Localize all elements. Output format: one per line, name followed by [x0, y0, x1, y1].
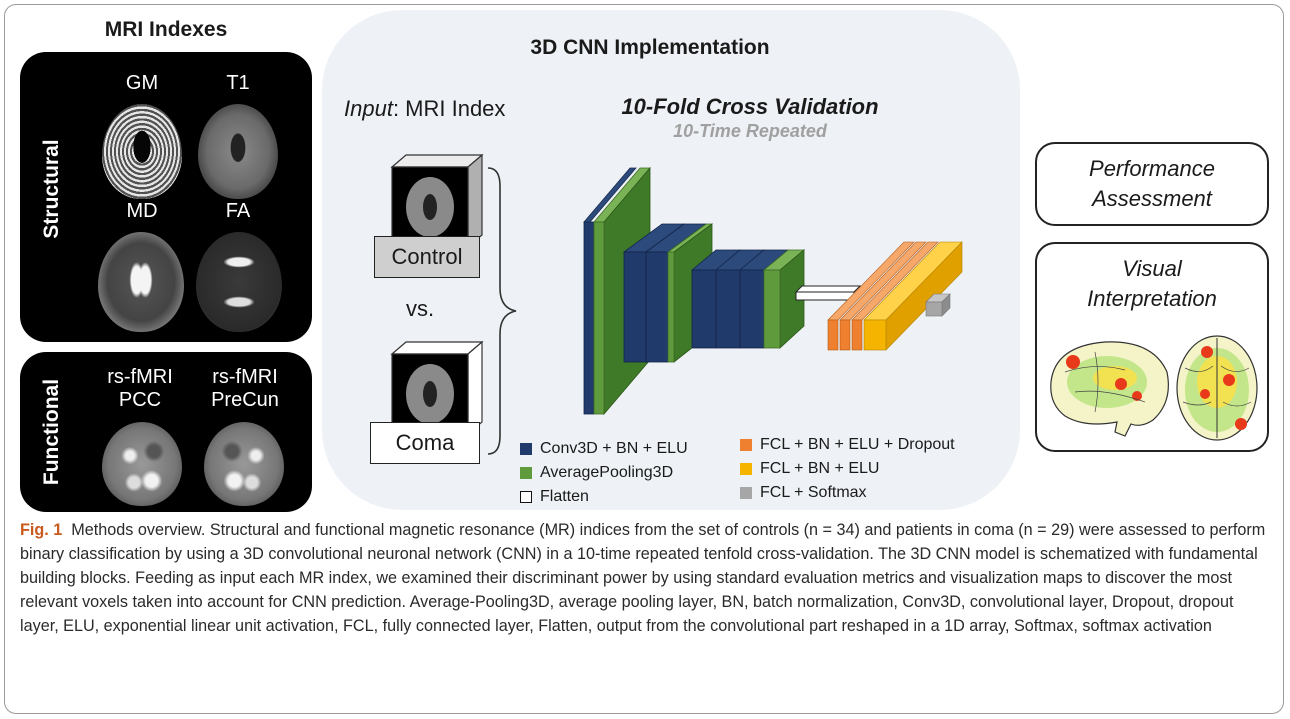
gm-brain-image: [102, 104, 182, 199]
conv3a-front: [691, 269, 717, 349]
cv-title: 10-Fold Cross Validation: [621, 94, 879, 119]
sagittal-sulci: [1064, 351, 1146, 413]
vs-label: vs.: [406, 296, 435, 321]
legend-swatch-flatten: [520, 491, 532, 503]
control-label: Control: [374, 236, 480, 278]
legend-label-conv3d: Conv3D + BN + ELU: [540, 440, 688, 457]
legend-label-fcl: FCL + BN + ELU: [760, 460, 880, 477]
conv3c-front: [739, 269, 765, 349]
visual-line2: Interpretation: [1087, 286, 1217, 311]
control-cube-top: [390, 154, 484, 168]
cnn-architecture: [583, 166, 963, 416]
axial-hotspot-1: [1201, 346, 1213, 358]
figure-frame: [4, 4, 1284, 714]
structural-panel: Structural GM T1 MD FA: [20, 52, 312, 342]
flatten-front: [795, 291, 855, 301]
legend-label-flatten: Flatten: [540, 488, 589, 505]
control-cube-side: [467, 153, 483, 249]
control-brain-ventricle: [423, 194, 437, 220]
functional-panel: Functional rs-fMRI PCC rs-fMRI PreCun: [20, 352, 312, 512]
sagittal-hotspot-1: [1066, 355, 1080, 369]
structural-label: Structural: [40, 139, 63, 239]
legend-conv3d: Conv3D + BN + ELU: [520, 440, 688, 458]
figure-caption-text: Methods overview. Structural and functio…: [20, 521, 1266, 635]
sagittal-hotspot-2: [1115, 378, 1127, 390]
legend-label-softmax: FCL + Softmax: [760, 484, 867, 501]
flatten-top: [794, 285, 862, 293]
axial-hotspot-2: [1223, 374, 1235, 386]
legend-label-fcl-dropout: FCL + BN + ELU + Dropout: [760, 436, 955, 453]
conv2a-front: [623, 251, 647, 363]
brace-path: [487, 167, 517, 455]
pool2-front: [667, 251, 675, 363]
conv2b-front: [645, 251, 669, 363]
functional-label: Functional: [40, 378, 63, 486]
input-suffix: : MRI Index: [392, 96, 506, 121]
pool3-front: [763, 269, 781, 349]
pool1-front: [593, 221, 605, 415]
t1-brain-image: [198, 104, 278, 199]
legend-swatch-fcl: [740, 463, 752, 475]
visualization-maps: [1050, 335, 1258, 441]
figure-label: Fig. 1: [20, 521, 63, 539]
modality-fa: FA: [225, 200, 251, 222]
precun-line2: PreCun: [211, 389, 279, 411]
figure-caption: Fig. 1 Methods overview. Structural and …: [20, 518, 1270, 638]
legend-swatch-avgpool: [520, 467, 532, 479]
legend-avgpool: AveragePooling3D: [520, 464, 673, 482]
performance-assessment-label: Performance Assessment: [1037, 154, 1267, 214]
legend-swatch-softmax: [740, 487, 752, 499]
conv1-front: [583, 221, 595, 415]
performance-line2: Assessment: [1092, 186, 1212, 211]
softmax-front: [925, 301, 943, 317]
visual-line1: Visual: [1122, 256, 1182, 281]
axial-hotspot-4: [1235, 418, 1247, 430]
modality-rs-fmri-precun: rs-fMRI PreCun: [190, 366, 300, 412]
md-brain-image: [98, 232, 184, 332]
coma-brain-ventricle: [423, 381, 437, 407]
modality-t1: T1: [226, 72, 250, 94]
axial-hotspot-3: [1200, 389, 1210, 399]
coma-cube-top: [390, 341, 484, 355]
visual-interpretation-label: Visual Interpretation: [1037, 254, 1267, 314]
pcc-line1: rs-fMRI: [107, 366, 173, 388]
precun-line1: rs-fMRI: [212, 366, 278, 388]
legend-fcl: FCL + BN + ELU: [740, 460, 879, 478]
visual-interpretation-box: Visual Interpretation: [1035, 242, 1269, 452]
modality-gm: GM: [125, 72, 159, 94]
legend-fcl-dropout: FCL + BN + ELU + Dropout: [740, 436, 955, 454]
fcl1-front: [827, 319, 839, 351]
performance-line1: Performance: [1089, 156, 1215, 181]
legend-flatten: Flatten: [520, 488, 589, 506]
coma-cube-side: [467, 340, 483, 436]
pcc-line2: PCC: [118, 389, 162, 411]
input-label: Input: MRI Index: [344, 96, 505, 122]
legend-softmax: FCL + Softmax: [740, 484, 867, 502]
fcl2-front: [839, 319, 851, 351]
legend-label-avgpool: AveragePooling3D: [540, 464, 674, 481]
axial-sulci: [1182, 365, 1252, 407]
pcc-fmri-image: [102, 422, 182, 506]
modality-md: MD: [126, 200, 158, 222]
fcl3-front: [851, 319, 863, 351]
modality-rs-fmri-pcc: rs-fMRI PCC: [90, 366, 190, 412]
input-brace: [487, 167, 517, 455]
conv3b-front: [715, 269, 741, 349]
cv-subtitle: 10-Time Repeated: [673, 121, 827, 141]
coma-cube: [390, 340, 484, 436]
fa-brain-image: [196, 232, 282, 332]
coma-label: Coma: [370, 422, 480, 464]
mri-indexes-title: MRI Indexes: [104, 18, 228, 41]
precun-fmri-image: [204, 422, 284, 506]
sagittal-activation-yellow: [1093, 366, 1137, 390]
legend-swatch-fcl-dropout: [740, 439, 752, 451]
input-prefix: Input: [344, 96, 393, 121]
legend-swatch-conv3d: [520, 443, 532, 455]
cnn-title: 3D CNN Implementation: [530, 36, 770, 59]
fcl4-front: [863, 319, 887, 351]
performance-assessment-box: Performance Assessment: [1035, 142, 1269, 226]
